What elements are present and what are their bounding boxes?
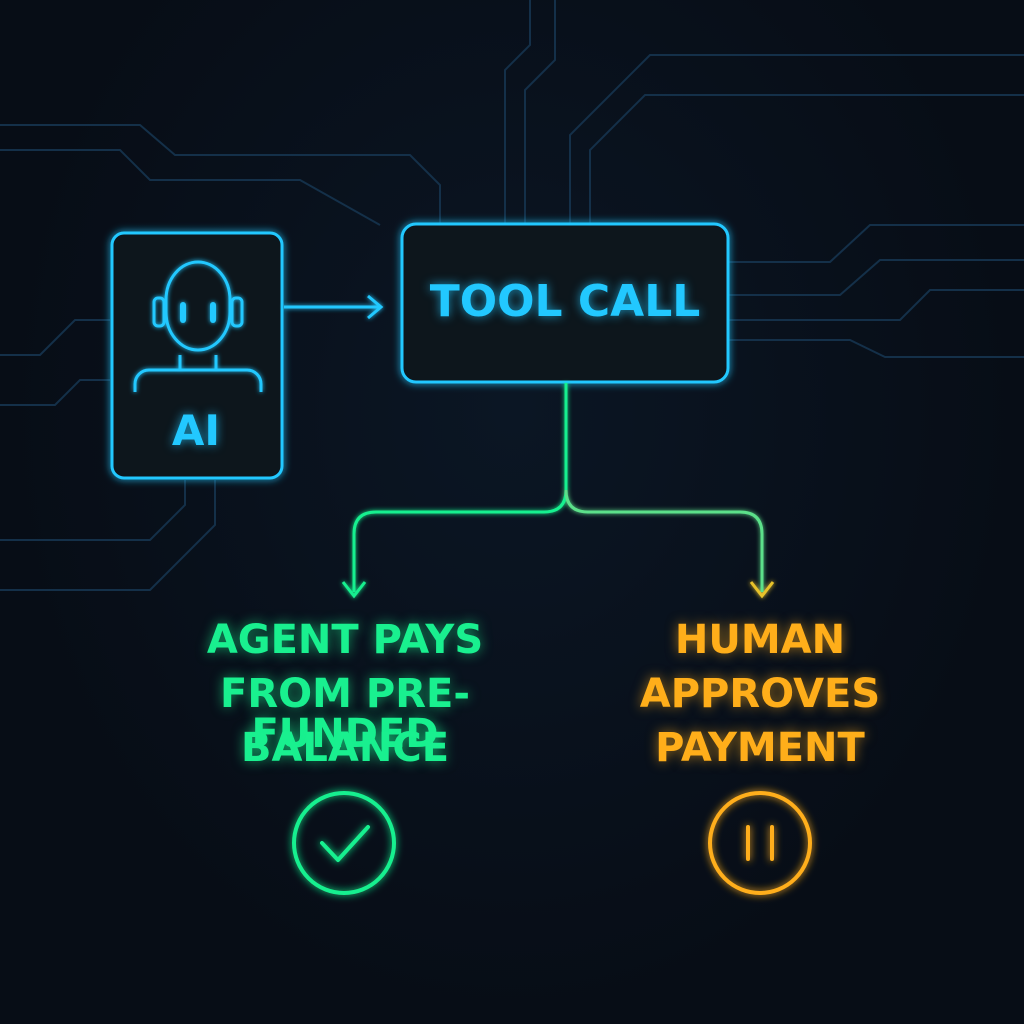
branch-text-line: BALANCE	[240, 725, 450, 771]
pause-circle-icon	[708, 791, 812, 895]
tool-call-label: TOOL CALL	[429, 276, 701, 327]
branch-text-line: PAYMENT	[655, 725, 865, 771]
robot-head-icon	[133, 260, 263, 392]
circuit-traces	[0, 0, 1024, 591]
checkmark-circle-icon	[292, 791, 396, 895]
branch-text-line: AGENT PAYS	[206, 617, 484, 663]
arrow-ai-to-tool	[284, 294, 384, 320]
agent-pays-branch: AGENT PAYS FROM PRE-FUNDED BALANCE	[140, 620, 550, 782]
branch-connectors	[341, 383, 775, 599]
branch-text-line: HUMAN	[674, 617, 846, 663]
tool-call-node	[400, 222, 730, 384]
ai-node	[110, 231, 284, 480]
ai-node-label: AI	[171, 406, 221, 455]
branch-text-line: FROM PRE-FUNDED	[220, 671, 470, 757]
branch-text-line: APPROVES	[639, 671, 881, 717]
human-approves-branch: HUMAN APPROVES PAYMENT	[600, 620, 920, 782]
